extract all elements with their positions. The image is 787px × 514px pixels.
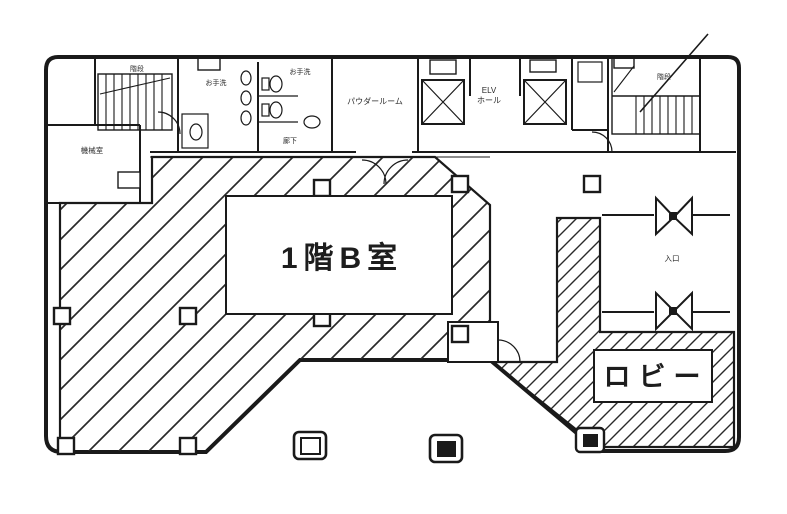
stairs-right-label: 階段 [657,72,671,81]
elevator-2-icon [523,59,567,125]
main-room-label-box [225,195,453,315]
restroom-fixtures [181,70,321,149]
lobby-label: ロビー [604,362,709,392]
entrance-door-pair-top [655,195,693,237]
machine-room-label: 機械室 [81,145,104,155]
interior-walls [46,58,736,313]
stairs-left-label: 階段 [130,64,144,73]
entrance-door-pair-bottom [655,290,693,332]
elevator-hall-label-line2: ホール [477,96,501,105]
door-swing-arcs [157,111,613,363]
elevator-hall-label-line1: ELV [482,86,497,95]
entrance-label: 入口 [665,254,680,263]
powder-room-label: パウダールーム [347,96,403,106]
main-room-label: 1階B室 [281,241,403,275]
corridor-label: 廊下 [283,136,297,145]
restroom-right-label: お手洗 [290,67,311,76]
lobby-label-box [593,349,713,403]
stairs-left [97,73,173,131]
restroom-left-label: お手洗 [206,78,227,87]
stairs-right [611,33,709,135]
section-cut-line [639,33,709,113]
service-shaft-boxes [117,57,635,189]
elevator-1-icon [421,59,465,125]
columns [52,174,602,456]
freestanding-columns [292,426,606,464]
